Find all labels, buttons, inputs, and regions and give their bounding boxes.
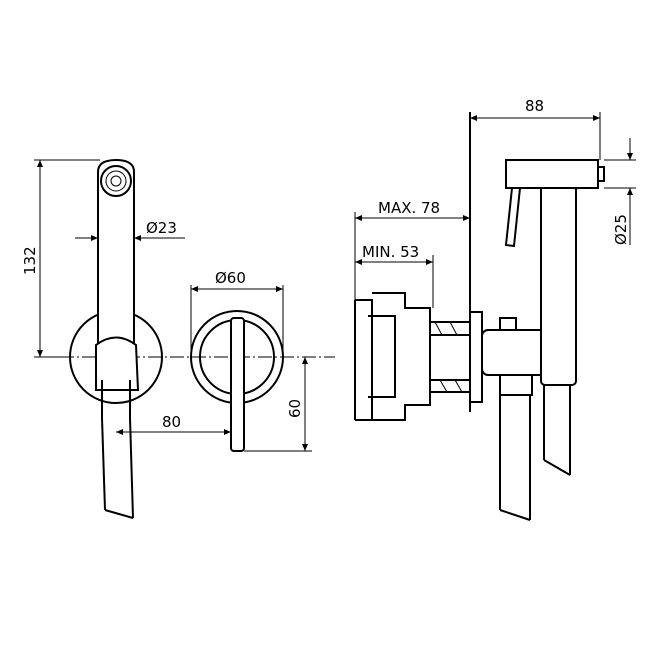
box-flange [354, 299, 373, 421]
dim-88: 88 [525, 97, 544, 115]
hose-left [499, 395, 531, 521]
dim-diameter-25: Ø25 [612, 214, 630, 245]
dim-max-78: MAX. 78 [378, 199, 440, 217]
dim-60: 60 [286, 399, 304, 418]
shower-head [505, 159, 599, 189]
side-view: 88 MAX. 78 MIN. 53 Ø25 [354, 97, 636, 521]
dim-80: 80 [162, 413, 181, 431]
dim-diameter-60: Ø60 [215, 269, 246, 287]
mixer-lever [230, 317, 245, 452]
shower-trigger [504, 187, 521, 248]
hose [101, 417, 134, 519]
dim-min-53: MIN. 53 [362, 243, 419, 261]
mixer-front-view: Ø60 80 60 [116, 269, 312, 452]
dim-132: 132 [21, 246, 39, 275]
dim-diameter-23: Ø23 [146, 219, 177, 237]
hand-shower-side [540, 184, 577, 386]
hand-shower-body [97, 158, 135, 350]
hand-shower-front-view: 132 Ø23 [21, 158, 335, 519]
holder-bracket [95, 336, 140, 391]
hose-right [543, 385, 571, 476]
nozzle-outer [100, 165, 132, 197]
